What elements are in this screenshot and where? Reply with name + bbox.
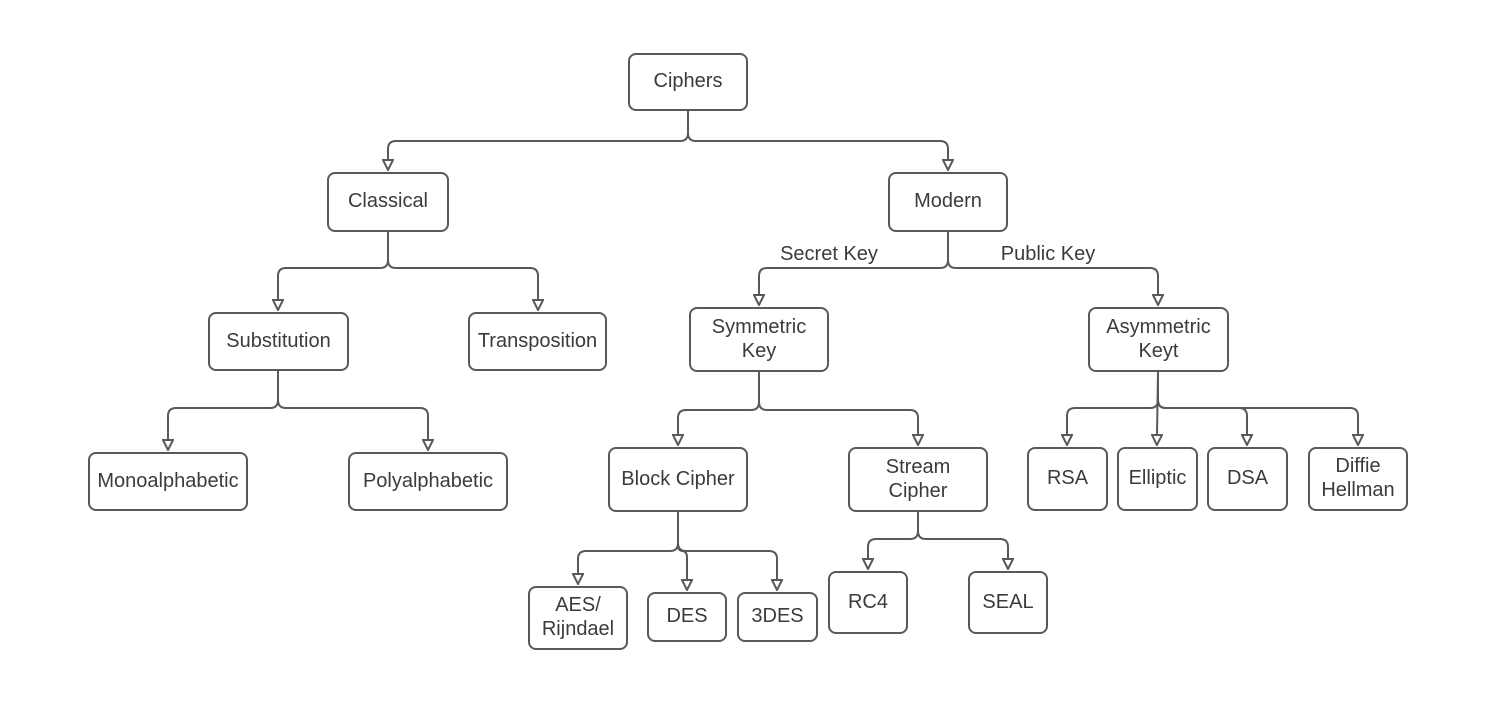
node-symmetric-key: Symmetric Key: [689, 307, 829, 372]
node-classical: Classical: [327, 172, 449, 232]
node-polyalphabetic: Polyalphabetic: [348, 452, 508, 511]
edge-substitution-monoalphabetic: [168, 371, 279, 440]
node-stream-cipher: Stream Cipher: [848, 447, 988, 512]
edge-substitution-polyalphabetic: [277, 371, 428, 440]
node-monoalphabetic: Monoalphabetic: [88, 452, 248, 511]
edge-ciphers-classical: [388, 111, 689, 160]
edge-stream-rc4: [868, 512, 919, 559]
edge-stream-seal: [917, 512, 1008, 559]
edge-block-3des: [677, 512, 777, 580]
edge-label-secret-key: Secret Key: [780, 243, 878, 265]
edge-classical-substitution: [278, 232, 389, 300]
edge-asymmetric-diffie: [1157, 372, 1358, 435]
node-elliptic: Elliptic: [1117, 447, 1198, 511]
node-modern: Modern: [888, 172, 1008, 232]
node-seal: SEAL: [968, 571, 1048, 634]
edge-classical-transposition: [387, 232, 538, 300]
edge-symmetric-block: [678, 372, 760, 435]
node-rc4: RC4: [828, 571, 908, 634]
edge-label-public-key: Public Key: [1000, 243, 1096, 265]
node-3des: 3DES: [737, 592, 818, 642]
node-block-cipher: Block Cipher: [608, 447, 748, 512]
node-ciphers: Ciphers: [628, 53, 748, 111]
edge-asymmetric-rsa: [1067, 372, 1159, 435]
edge-block-aes: [578, 512, 679, 574]
edge-modern-asymmetric: [947, 232, 1158, 295]
node-transposition: Transposition: [468, 312, 607, 371]
node-substitution: Substitution: [208, 312, 349, 371]
node-aes-rijndael: AES/ Rijndael: [528, 586, 628, 650]
node-rsa: RSA: [1027, 447, 1108, 511]
edge-symmetric-stream: [758, 372, 918, 435]
node-dsa: DSA: [1207, 447, 1288, 511]
node-asymmetric-key: Asymmetric Keyt: [1088, 307, 1229, 372]
node-des: DES: [647, 592, 727, 642]
node-diffie-hellman: Diffie Hellman: [1308, 447, 1408, 511]
edge-asymmetric-dsa: [1157, 372, 1247, 435]
edge-ciphers-modern: [687, 111, 948, 160]
